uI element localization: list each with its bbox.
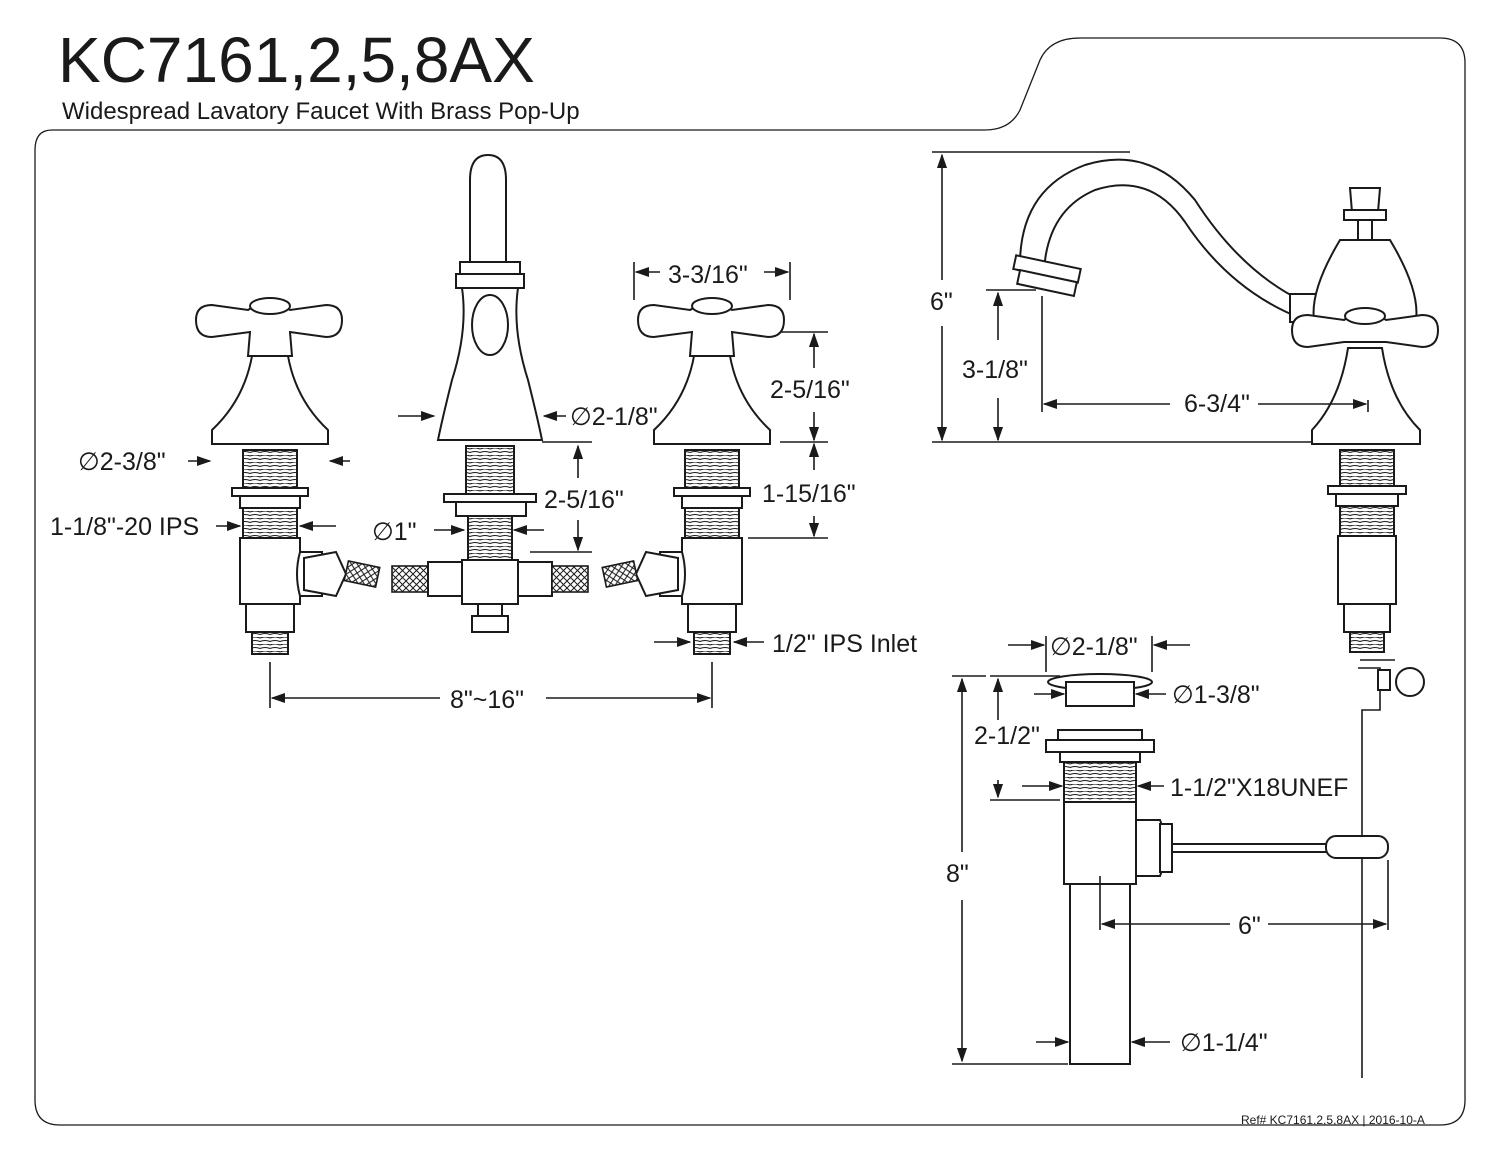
pop-up-drain bbox=[1045, 673, 1389, 1065]
dim-drain-flange-dia: ∅2-1/8" bbox=[1050, 633, 1138, 661]
left-handle-assembly bbox=[194, 297, 381, 655]
dim-spout-clearance: 3-1/8" bbox=[962, 356, 1028, 384]
dim-pivot-reach: 6" bbox=[1238, 912, 1261, 940]
dim-inlet: 1/2" IPS Inlet bbox=[772, 630, 917, 658]
spout-front-assembly bbox=[391, 153, 589, 633]
dim-drain-cap-dia: ∅1-3/8" bbox=[1172, 681, 1260, 709]
dim-drain-body-length: 2-1/2" bbox=[974, 722, 1040, 750]
dim-handle-height: 2-5/16" bbox=[770, 376, 850, 404]
side-view-faucet bbox=[1012, 158, 1440, 1078]
page-title: KC7161,2,5,8AX bbox=[58, 24, 535, 96]
dim-handle-width: 3-3/16" bbox=[668, 261, 748, 289]
dim-escutcheon-dia: ∅2-3/8" bbox=[78, 448, 166, 476]
dim-spout-base-dia: ∅2-1/8" bbox=[570, 403, 658, 431]
dim-drain-total-length: 8" bbox=[946, 860, 969, 888]
dim-drain-thread: 1-1/2"X18UNEF bbox=[1170, 774, 1348, 802]
dim-spread: 8"~16" bbox=[450, 686, 524, 714]
dim-spout-shank-dia: ∅1" bbox=[372, 518, 417, 546]
dim-handle-shank-length: 1-15/16" bbox=[762, 480, 856, 508]
dimension-lines bbox=[188, 151, 1389, 1065]
reference-number: Ref# KC7161,2,5,8AX | 2016-10-A bbox=[1241, 1113, 1425, 1127]
page-subtitle: Widespread Lavatory Faucet With Brass Po… bbox=[62, 98, 580, 125]
dim-spout-reach: 6-3/4" bbox=[1184, 390, 1250, 418]
right-handle-assembly bbox=[601, 297, 786, 655]
dim-spout-height: 6" bbox=[930, 288, 953, 316]
dimension-labels: 3-3/16" 2-5/16" ∅2-1/8" ∅2-3/8" 2-5/16" … bbox=[50, 261, 1348, 1057]
dim-spout-shank-length: 2-5/16" bbox=[544, 486, 624, 514]
dim-tailpiece-dia: ∅1-1/4" bbox=[1180, 1029, 1268, 1057]
dim-thread-size: 1-1/8"-20 IPS bbox=[50, 513, 199, 541]
page-frame bbox=[34, 37, 1466, 1126]
